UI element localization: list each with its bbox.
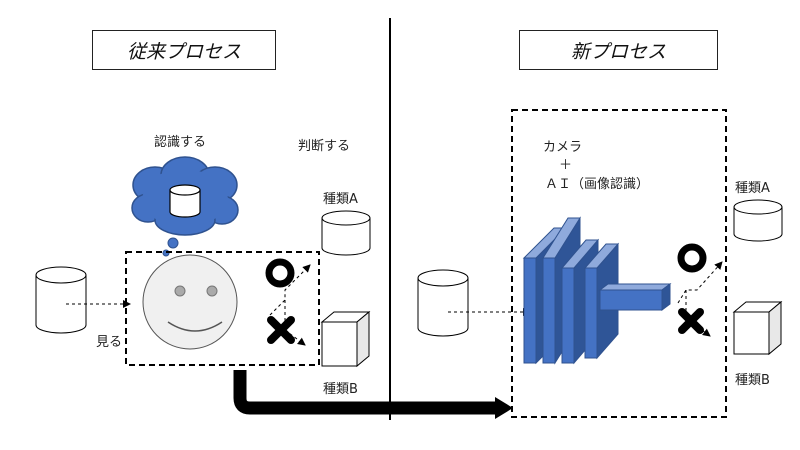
right-type-a-cylinder-icon — [733, 199, 783, 242]
camera-label: カメラ — [543, 140, 583, 155]
ai-label: ＡＩ（画像認識） — [545, 177, 650, 192]
right-decision-arrow-up — [677, 261, 723, 304]
left-type-b-label: 種類B — [323, 382, 358, 397]
left-type-b-cube-icon — [320, 310, 371, 368]
right-type-b-label: 種類B — [735, 373, 770, 388]
right-ng-cross-icon — [678, 308, 704, 334]
cloud-cylinder-icon — [169, 184, 201, 218]
traditional-process-title: 従来プロセス — [92, 30, 276, 70]
left-decision-arrow-up — [269, 264, 311, 316]
cnn-layers-icon — [522, 216, 672, 365]
right-type-b-cube-icon — [732, 300, 783, 356]
transition-arrow — [233, 370, 495, 415]
recognize-label: 認識する — [154, 135, 207, 150]
left-type-a-cylinder-icon — [321, 210, 371, 256]
ok-circle-icon — [265, 258, 295, 288]
see-label: 見る — [96, 335, 123, 350]
judge-label: 判断する — [298, 139, 351, 154]
left-source-cylinder-icon — [35, 266, 87, 334]
plus-label: ＋ — [559, 158, 573, 173]
ng-cross-icon — [267, 316, 295, 344]
face-icon — [142, 254, 238, 350]
new-process-title: 新プロセス — [519, 30, 718, 70]
right-type-a-label: 種類A — [735, 181, 770, 196]
left-type-a-label: 種類A — [323, 192, 358, 207]
right-source-cylinder-icon — [417, 269, 469, 337]
human-process-box — [125, 251, 320, 366]
right-ok-circle-icon — [677, 243, 707, 273]
transition-arrow-head — [495, 397, 513, 419]
right-decision-arrow-down — [685, 290, 711, 337]
thought-cloud — [131, 156, 239, 257]
left-decision-arrow-down — [284, 300, 306, 346]
